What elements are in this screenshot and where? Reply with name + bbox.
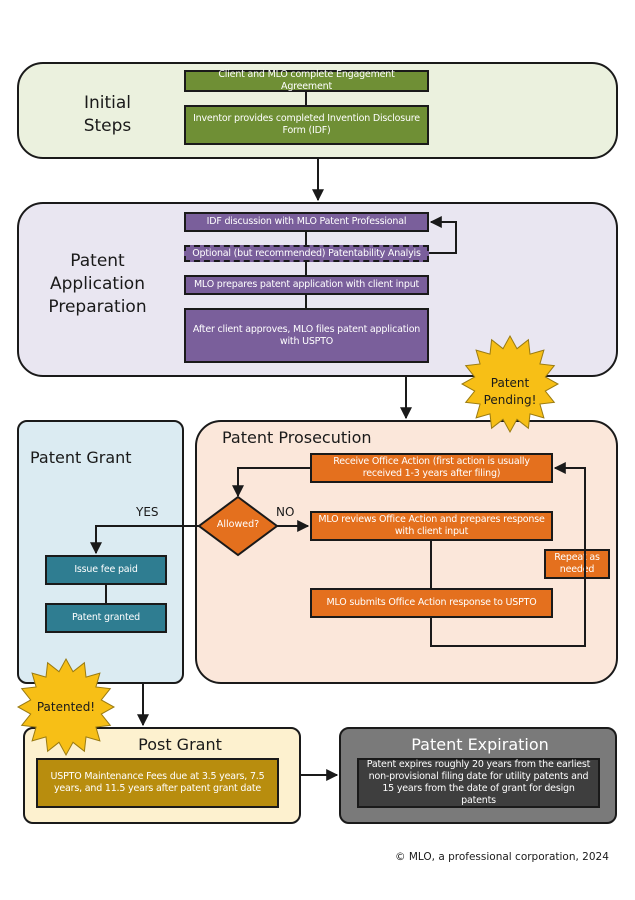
step-review-office-action: MLO reviews Office Action and prepares r… bbox=[310, 511, 553, 541]
initial-steps-title: Initial Steps bbox=[60, 92, 155, 138]
pending-line: Patent bbox=[490, 376, 530, 390]
decision-label: Allowed? bbox=[216, 519, 260, 530]
step-file-application: After client approves, MLO files patent … bbox=[184, 308, 429, 363]
step-patentability-analysis: Optional (but recommended) Patentability… bbox=[184, 245, 429, 262]
prep-title-line: Patent bbox=[70, 251, 125, 271]
patent-expiration-title: Patent Expiration bbox=[411, 735, 549, 754]
patent-pending-label: Patent Pending! bbox=[470, 375, 550, 409]
step-invention-disclosure: Inventor provides completed Invention Di… bbox=[184, 105, 429, 145]
patent-grant-title: Patent Grant bbox=[30, 448, 132, 467]
prep-title-line: Application bbox=[50, 274, 145, 294]
application-preparation-title: Patent Application Preparation bbox=[40, 250, 155, 319]
step-submit-response: MLO submits Office Action response to US… bbox=[310, 588, 553, 618]
step-prepare-application: MLO prepares patent application with cli… bbox=[184, 275, 429, 295]
expiration-note: Patent expires roughly 20 years from the… bbox=[357, 758, 600, 808]
patent-prosecution-title: Patent Prosecution bbox=[222, 428, 372, 447]
copyright-footer: © MLO, a professional corporation, 2024 bbox=[395, 851, 609, 863]
pending-line: Pending! bbox=[483, 393, 537, 407]
patented-label: Patented! bbox=[36, 700, 96, 714]
maintenance-fees-note: USPTO Maintenance Fees due at 3.5 years,… bbox=[36, 758, 279, 808]
no-label: NO bbox=[276, 505, 295, 519]
post-grant-title: Post Grant bbox=[138, 735, 222, 754]
step-issue-fee-paid: Issue fee paid bbox=[45, 555, 167, 585]
prep-title-line: Preparation bbox=[48, 297, 147, 317]
step-idf-discussion: IDF discussion with MLO Patent Professio… bbox=[184, 212, 429, 232]
step-receive-office-action: Receive Office Action (first action is u… bbox=[310, 453, 553, 483]
initial-steps-title-line: Steps bbox=[83, 116, 132, 136]
step-patent-granted: Patent granted bbox=[45, 603, 167, 633]
yes-label: YES bbox=[136, 505, 159, 519]
initial-steps-title-line: Initial bbox=[83, 93, 132, 113]
step-engagement-agreement: Client and MLO complete Engagement Agree… bbox=[184, 69, 429, 92]
repeat-as-needed-note: Repeat as needed bbox=[544, 549, 610, 579]
